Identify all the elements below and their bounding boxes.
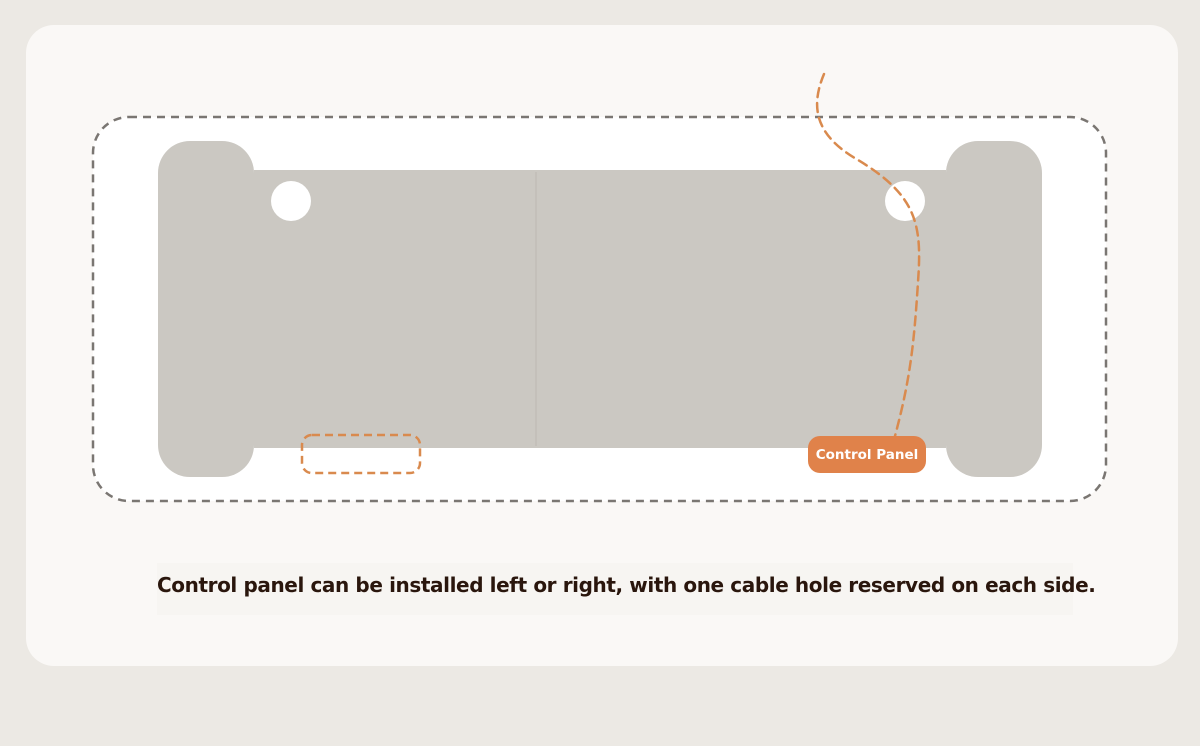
cable-hole-left <box>271 181 311 221</box>
control-panel-alt-position <box>300 433 422 475</box>
diagram-caption: Control panel can be installed left or r… <box>157 563 1096 615</box>
desk-top-right-panel <box>536 170 946 448</box>
left-leg <box>158 141 254 477</box>
control-panel-badge <box>808 436 926 473</box>
right-leg <box>946 141 1042 477</box>
control-panel-badge-label: Control Panel <box>816 447 919 463</box>
cable-route-line <box>815 72 921 438</box>
